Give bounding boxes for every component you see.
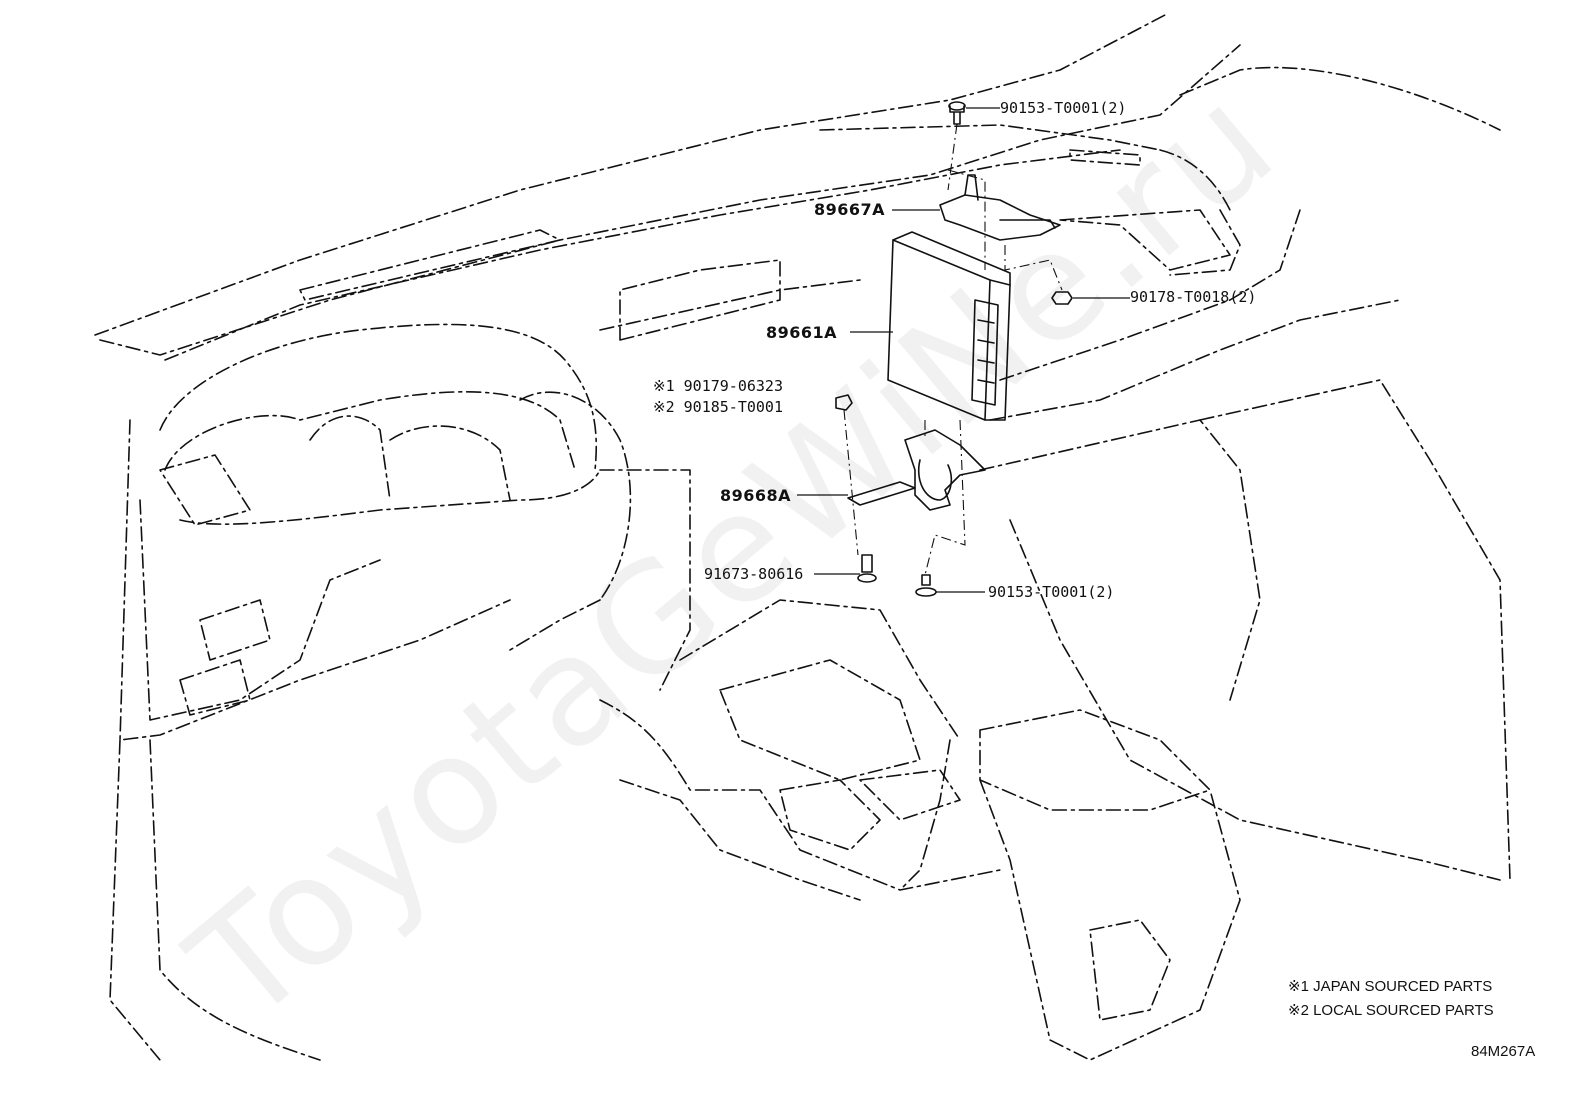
label-89667A: 89667A [814,200,886,219]
dash-crest [164,149,1121,361]
bolt-bottom [915,574,937,597]
ecu-box-side [984,279,1011,421]
console-shift [859,769,961,821]
console-front [679,599,961,741]
clip-left [835,394,853,411]
console-base [599,699,1001,891]
steering-column [519,391,632,601]
bolt-top [948,101,966,125]
right-side-trim [1059,209,1231,271]
floor-right [1009,519,1501,881]
right-kick [1199,379,1511,881]
screw-lower-left [857,554,877,583]
left-panel-inner [139,499,381,721]
label-90178-T0018: 90178-T0018(2) [1130,288,1257,306]
label-90185-T0001: ※2 90185-T0001 [653,398,783,416]
switch-cluster [199,599,271,661]
label-90153-T0001-top: 90153-T0001(2) [1000,99,1127,117]
lower-bracket-arm [847,481,916,506]
upper-bracket-arm [999,219,1056,229]
dash-right-lower [1169,209,1241,276]
ecu-connector-pins [977,319,995,384]
nut-right [1051,291,1073,305]
label-90153-T0001-bottom: 90153-T0001(2) [988,583,1115,601]
label-89668A: 89668A [720,486,792,505]
console-armrest-side [979,779,1241,1061]
left-panel-outer [119,419,511,741]
steering-shaft [509,599,601,651]
figure-code: 84M267A [1471,1043,1536,1060]
console-tray [719,659,921,781]
center-dash-box [619,259,781,341]
left-kick [109,739,161,1061]
lower-bracket [904,429,986,511]
dash-defrost [299,229,561,301]
passenger-dash-lower [989,299,1401,421]
guide-bracket-right [1004,245,1063,291]
glove-box [979,419,1261,701]
lower-bracket-hook [918,459,952,501]
left-door-sill [149,739,321,1061]
console-body [899,739,951,891]
gauge-left [309,415,391,501]
center-stack [599,469,691,691]
left-vent [159,454,251,526]
footnote-local-sourced: ※2 LOCAL SOURCED PARTS [1288,1002,1494,1019]
guide-clip [843,409,859,556]
switch-cluster-2 [179,659,251,716]
guide-lower-box [924,419,966,576]
gauge-right [389,425,511,501]
dash-vent-strip [819,124,1161,151]
console-lower [619,779,861,901]
footnote-japan-sourced: ※1 JAPAN SOURCED PARTS [1288,978,1493,995]
upper-bracket-tab [964,174,979,201]
cluster-face [164,391,576,471]
label-91673-80616: 91673-80616 [704,565,804,583]
passenger-dash-face [999,209,1301,381]
ecu-connector [971,299,999,406]
dash-top-inner [99,44,1241,356]
console-cupholder [779,779,881,851]
dash-top-edge [94,14,1166,336]
right-vent [1069,149,1141,166]
ecu-box-top [892,231,1011,286]
console-rear-slot [1089,919,1171,1021]
label-89661A: 89661A [766,323,838,342]
cluster-lower [179,469,601,525]
center-dash-left [599,279,861,331]
console-armrest-top [979,709,1211,811]
dash-right-top [1179,66,1501,131]
cluster-hood [159,323,598,471]
guide-top-bolt [947,123,958,191]
upper-bracket [939,194,1061,241]
label-90179-06323: ※1 90179-06323 [653,377,783,395]
dash-right-curve [1159,149,1231,211]
